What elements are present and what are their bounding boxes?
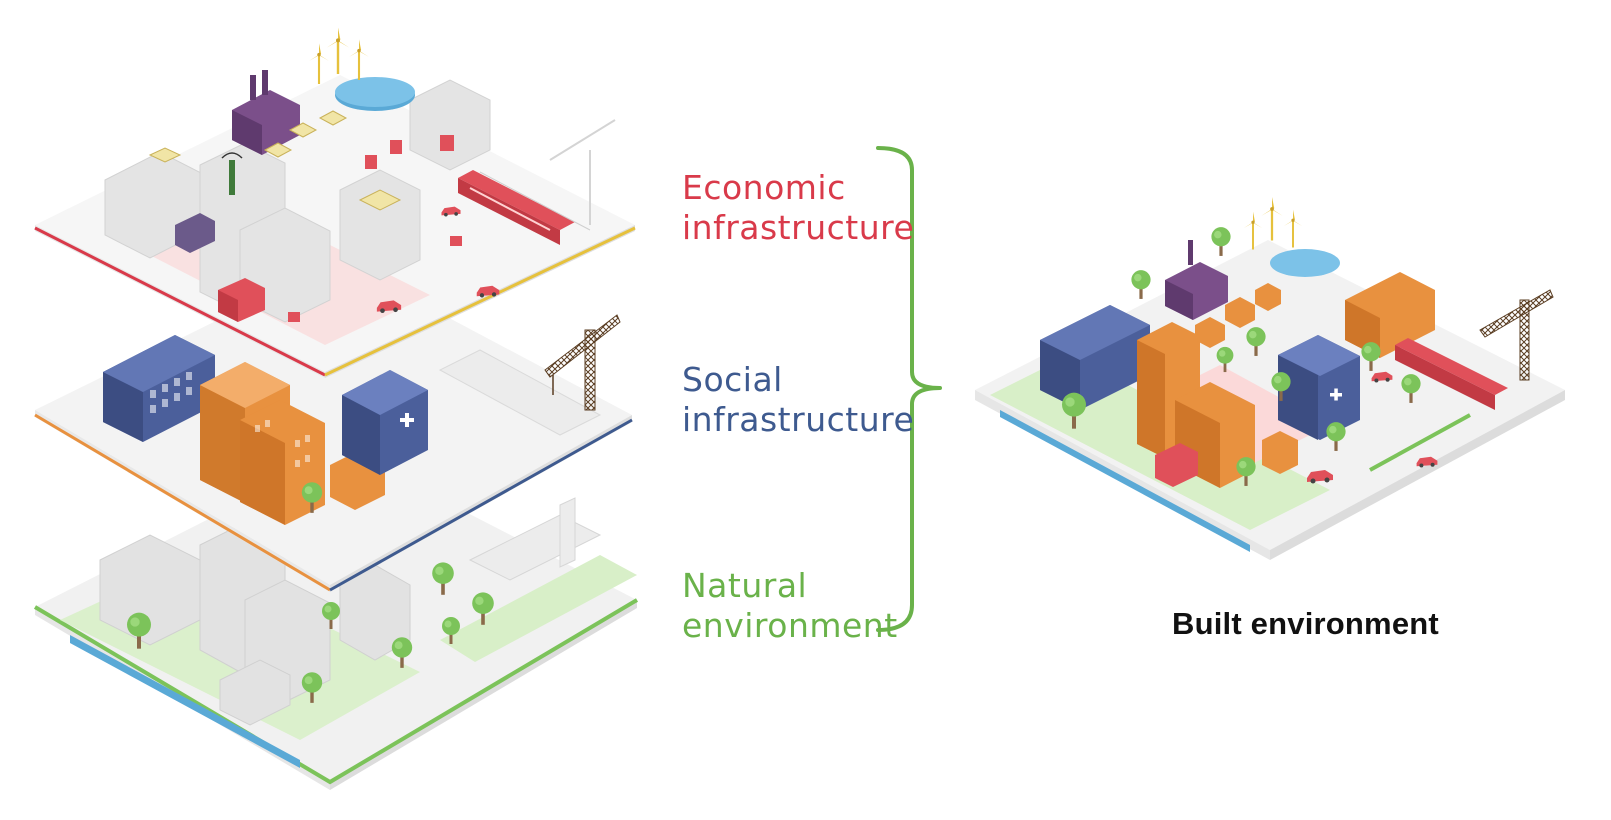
- built-environment-plate: [975, 197, 1565, 560]
- crane-icon: [544, 314, 621, 411]
- layer-label-line2: infrastructure: [682, 208, 915, 247]
- layer-label-natural: Natural environment: [682, 566, 898, 646]
- bus-icon: [218, 278, 265, 322]
- layer-label-economic: Economic infrastructure: [682, 168, 914, 248]
- hospital-building: [342, 370, 428, 475]
- layer-label-line1: Economic: [682, 168, 846, 207]
- telecom-mast-icon: [221, 152, 243, 195]
- layer-label-line2: infrastructure: [682, 400, 915, 439]
- layer-label-social: Social infrastructure: [682, 360, 914, 440]
- layer-label-line1: Natural: [682, 566, 808, 605]
- economic-infrastructure-plate: [34, 27, 636, 378]
- grouping-bracket: [876, 146, 942, 632]
- layer-label-line2: environment: [682, 606, 898, 645]
- housing-block: [103, 335, 215, 442]
- natural-environment-plate: [33, 450, 639, 790]
- school-building: [200, 362, 385, 525]
- result-title: Built environment: [1172, 606, 1439, 641]
- factory-icon: [232, 70, 300, 155]
- train-icon: [458, 170, 591, 245]
- layer-label-line1: Social: [682, 360, 783, 399]
- social-infrastructure-plate: [34, 260, 633, 592]
